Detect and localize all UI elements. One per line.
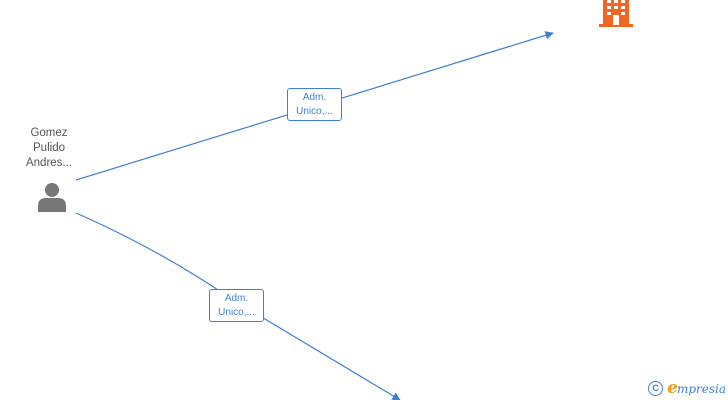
relation-label-line: Unico,... [296, 105, 333, 117]
person-name-line: Pulido [33, 142, 65, 154]
relation-label[interactable]: Adm. Unico,... [209, 289, 264, 322]
person-icon[interactable] [36, 182, 68, 212]
brand-footer: C e mpresia [648, 378, 726, 398]
person-name[interactable]: Gomez Pulido Andres... [14, 126, 84, 171]
brand-initial: e [667, 378, 678, 398]
relation-label-line: Adm. [224, 292, 249, 304]
relation-label-line: Adm. [302, 91, 327, 103]
brand-name: mpresia [676, 382, 726, 396]
person-name-line: Gomez [30, 127, 68, 139]
person-name-line: Andres... [25, 157, 73, 169]
relation-label-line: Unico,... [218, 306, 255, 318]
building-icon[interactable] [599, 0, 633, 28]
copyright-icon: C [648, 380, 664, 396]
relation-label[interactable]: Adm. Unico,... [287, 88, 342, 121]
empresia-logo[interactable]: e mpresia [667, 378, 726, 398]
